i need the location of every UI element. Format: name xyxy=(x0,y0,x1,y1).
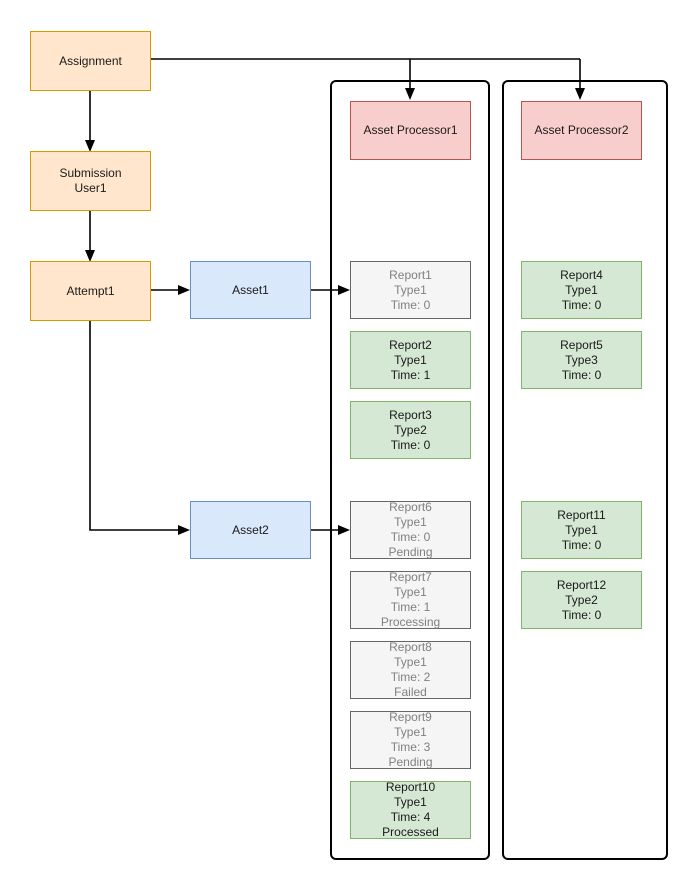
report-type: Type3 xyxy=(565,352,598,367)
node-report-2[interactable]: Report2 Type1 Time: 1 xyxy=(350,331,471,389)
report-type: Type1 xyxy=(394,655,427,669)
report-time: Time: 2 xyxy=(390,670,431,684)
report-id: Report9 xyxy=(389,710,432,724)
report-type: Type1 xyxy=(394,282,427,297)
report-id: Report10 xyxy=(385,780,436,794)
node-report-12[interactable]: Report12 Type2 Time: 0 xyxy=(521,571,642,629)
node-asset2[interactable]: Asset2 xyxy=(190,501,311,559)
report-type: Type1 xyxy=(565,282,598,297)
report-time: Time: 3 xyxy=(390,740,431,754)
node-report-11[interactable]: Report11 Type1 Time: 0 xyxy=(521,501,642,559)
report-time: Time: 4 xyxy=(390,810,431,824)
node-report-4[interactable]: Report4 Type1 Time: 0 xyxy=(521,261,642,319)
report-status: Pending xyxy=(388,755,433,769)
node-report-7[interactable]: Report7 Type1 Time: 1 Processing xyxy=(350,570,471,629)
report-time: Time: 0 xyxy=(390,530,431,544)
node-asset-processor-1[interactable]: Asset Processor1 xyxy=(350,101,471,160)
node-report-3[interactable]: Report3 Type2 Time: 0 xyxy=(350,401,471,459)
edge-attempt-to-asset2 xyxy=(89,321,190,535)
report-type: Type1 xyxy=(394,795,427,809)
node-submission-line2: User1 xyxy=(74,181,107,195)
report-status: Pending xyxy=(388,545,433,559)
node-report-9[interactable]: Report9 Type1 Time: 3 Pending xyxy=(350,710,471,769)
edge-attempt-to-asset1 xyxy=(151,285,190,295)
report-id: Report5 xyxy=(560,337,603,352)
report-id: Report12 xyxy=(556,577,607,592)
report-time: Time: 0 xyxy=(561,537,602,552)
edge-assignment-to-submission xyxy=(85,91,95,152)
report-time: Time: 0 xyxy=(561,607,602,622)
lane-processor-2 xyxy=(502,80,668,860)
report-type: Type2 xyxy=(394,422,427,437)
node-assignment-label: Assignment xyxy=(59,53,122,68)
node-asset-processor-2[interactable]: Asset Processor2 xyxy=(521,101,642,160)
report-time: Time: 0 xyxy=(561,367,602,382)
report-time: Time: 0 xyxy=(390,297,431,312)
report-status: Processed xyxy=(382,825,439,839)
node-asset2-label: Asset2 xyxy=(232,522,269,537)
report-type: Type1 xyxy=(394,725,427,739)
report-type: Type1 xyxy=(394,585,427,599)
report-id: Report3 xyxy=(389,407,432,422)
node-asset1-label: Asset1 xyxy=(232,282,269,297)
node-asset1[interactable]: Asset1 xyxy=(190,261,311,319)
node-attempt1[interactable]: Attempt1 xyxy=(30,261,151,321)
report-type: Type1 xyxy=(565,522,598,537)
node-asset-processor-2-label: Asset Processor2 xyxy=(534,123,629,137)
report-id: Report2 xyxy=(389,337,432,352)
report-time: Time: 0 xyxy=(561,297,602,312)
report-id: Report4 xyxy=(560,267,603,282)
report-type: Type2 xyxy=(565,592,598,607)
report-type: Type1 xyxy=(394,352,427,367)
report-id: Report8 xyxy=(389,640,432,654)
node-report-8[interactable]: Report8 Type1 Time: 2 Failed xyxy=(350,640,471,699)
report-id: Report1 xyxy=(389,267,432,282)
node-submission[interactable]: Submission User1 xyxy=(30,151,151,211)
node-attempt1-label: Attempt1 xyxy=(66,283,115,298)
node-report-6[interactable]: Report6 Type1 Time: 0 Pending xyxy=(350,500,471,559)
report-time: Time: 1 xyxy=(390,367,431,382)
edge-submission-to-attempt xyxy=(85,211,95,262)
node-submission-line1: Submission xyxy=(59,166,122,180)
report-time: Time: 1 xyxy=(390,600,431,614)
report-id: Report11 xyxy=(557,507,606,522)
report-type: Type1 xyxy=(394,515,427,529)
report-status: Failed xyxy=(394,685,427,699)
report-id: Report6 xyxy=(389,500,432,514)
node-report-1[interactable]: Report1 Type1 Time: 0 xyxy=(350,261,471,319)
node-report-10[interactable]: Report10 Type1 Time: 4 Processed xyxy=(350,780,471,839)
report-status: Processing xyxy=(380,615,441,629)
node-report-5[interactable]: Report5 Type3 Time: 0 xyxy=(521,331,642,389)
report-time: Time: 0 xyxy=(390,437,431,452)
report-id: Report7 xyxy=(389,570,432,584)
node-assignment[interactable]: Assignment xyxy=(30,31,151,91)
node-asset-processor-1-label: Asset Processor1 xyxy=(363,123,458,137)
